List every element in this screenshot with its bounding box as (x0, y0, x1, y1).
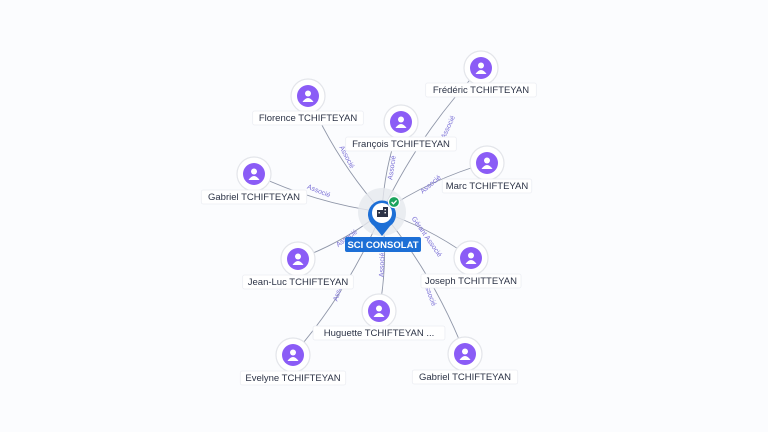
person-icon (248, 168, 260, 180)
person-label-bg (345, 136, 457, 152)
building-icon (377, 207, 388, 217)
person-label-bg (239, 370, 347, 386)
person-label-huguette: Huguette TCHIFTEYAN ... (324, 328, 435, 339)
edge-label-huguette: Associé (379, 252, 387, 277)
person-icon (373, 305, 385, 317)
person-node-huguette[interactable]: Huguette TCHIFTEYAN ... (312, 293, 446, 341)
person-label-bg (425, 82, 537, 98)
person-icon (287, 349, 299, 361)
person-label-bg (200, 189, 308, 205)
check-mark (391, 199, 398, 205)
person-icon (475, 62, 487, 74)
person-icon (481, 157, 493, 169)
person-label-joseph: Joseph TCHITTEYAN (425, 276, 517, 287)
person-node-frederic[interactable]: Frédéric TCHIFTEYAN (425, 50, 537, 98)
person-icon (459, 348, 471, 360)
person-label-marc: Marc TCHIFTEYAN (446, 181, 529, 192)
person-node-gabriel1[interactable]: Gabriel TCHIFTEYAN (200, 156, 308, 205)
edge-label-gabriel1: Associé (306, 184, 331, 200)
person-label-bg (420, 273, 522, 289)
edge-label-frederic: Associé (440, 115, 457, 140)
nodes-layer: Frédéric TCHIFTEYAN Florence TCHIFTEYAN Fr… (200, 50, 537, 386)
person-label-gabriel2: Gabriel TCHIFTEYAN (419, 372, 511, 383)
person-node-marc[interactable]: Marc TCHIFTEYAN (441, 145, 533, 194)
person-label-bg (441, 178, 533, 194)
edge-label-francois: Associé (387, 155, 397, 180)
person-icon (465, 252, 477, 264)
person-label-bg (242, 274, 354, 290)
person-label-bg (252, 110, 364, 126)
person-icon (302, 90, 314, 102)
center-company-node[interactable]: SCI CONSOLAT (345, 188, 421, 252)
edge-label-marc: Associé (419, 174, 442, 195)
person-label-bg (411, 369, 519, 385)
person-label-florence: Florence TCHIFTEYAN (259, 113, 358, 124)
person-node-joseph[interactable]: Joseph TCHITTEYAN (420, 240, 522, 289)
person-icon (395, 116, 407, 128)
person-node-francois[interactable]: François TCHIFTEYAN (345, 104, 457, 152)
center-label-bg (345, 237, 421, 252)
person-node-jeanluc[interactable]: Jean-Luc TCHIFTEYAN (242, 241, 354, 290)
person-label-jeanluc: Jean-Luc TCHIFTEYAN (248, 277, 349, 288)
person-label-gabriel1: Gabriel TCHIFTEYAN (208, 192, 300, 203)
check-badge-icon (387, 195, 401, 209)
person-label-francois: François TCHIFTEYAN (352, 139, 450, 150)
person-label-evelyne: Evelyne TCHIFTEYAN (245, 373, 340, 384)
person-icon (292, 253, 304, 265)
person-node-evelyne[interactable]: Evelyne TCHIFTEYAN (239, 337, 347, 386)
person-label-frederic: Frédéric TCHIFTEYAN (433, 85, 529, 96)
person-node-florence[interactable]: Florence TCHIFTEYAN (252, 78, 364, 126)
center-label: SCI CONSOLAT (347, 240, 418, 251)
person-node-gabriel2[interactable]: Gabriel TCHIFTEYAN (411, 336, 519, 385)
person-label-bg (312, 325, 446, 341)
